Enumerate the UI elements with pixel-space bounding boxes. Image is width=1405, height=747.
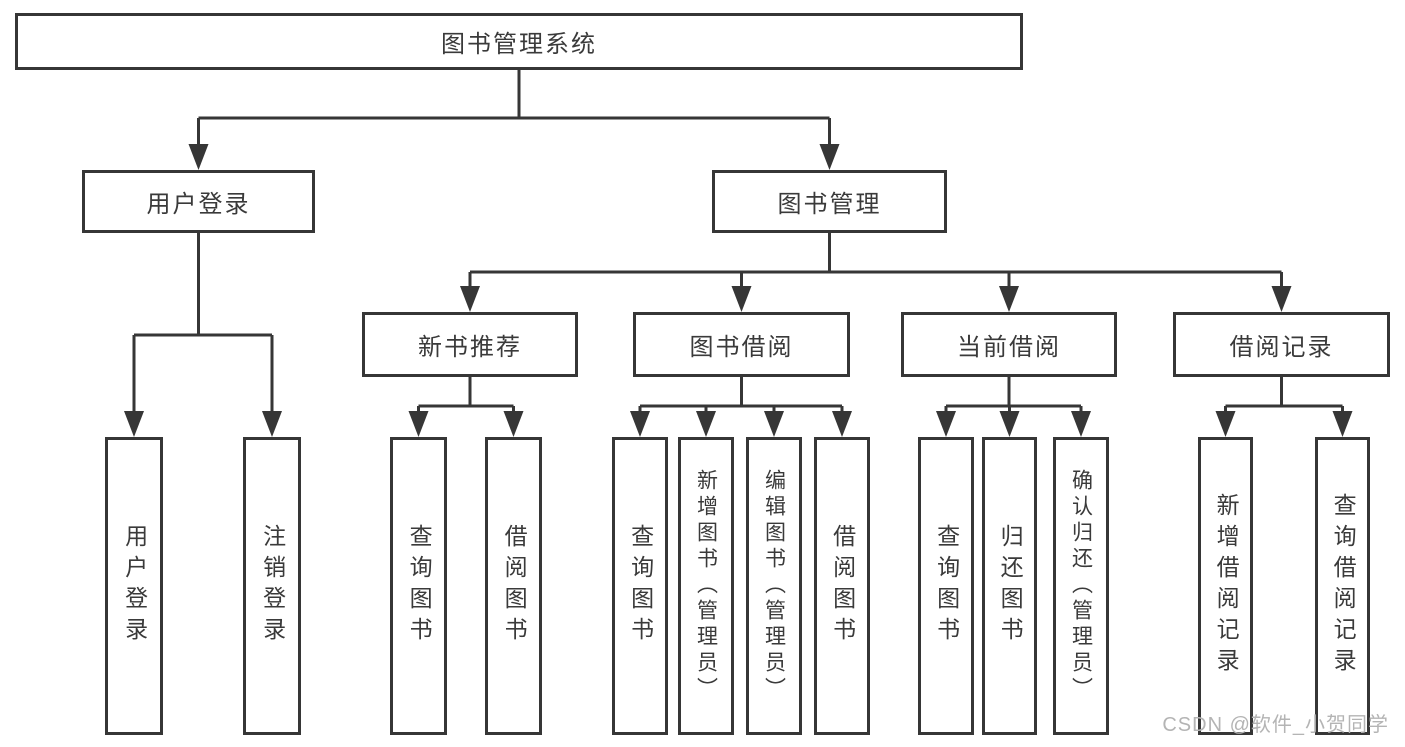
arrowhead bbox=[262, 411, 282, 437]
leaf-user-login: 用户登录 bbox=[105, 437, 163, 735]
arrowhead bbox=[460, 286, 480, 312]
leaf-query-books-1-label: 查询图书 bbox=[406, 524, 433, 648]
arrowhead bbox=[1332, 411, 1353, 437]
leaf-borrow-books-2: 借阅图书 bbox=[814, 437, 870, 735]
leaf-confirm-return-admin-label: 确认归还（管理员） bbox=[1069, 469, 1093, 703]
node-new-book-recommendation: 新书推荐 bbox=[362, 312, 578, 377]
leaf-borrow-books-2-label: 借阅图书 bbox=[829, 524, 856, 648]
arrowhead bbox=[188, 144, 209, 170]
leaf-logout: 注销登录 bbox=[243, 437, 301, 735]
connector-borrow-record-children bbox=[1224, 377, 1344, 429]
arrowhead bbox=[1215, 411, 1236, 437]
node-user-login: 用户登录 bbox=[82, 170, 315, 233]
arrowhead bbox=[819, 144, 840, 170]
leaf-confirm-return-admin: 确认归还（管理员） bbox=[1053, 437, 1109, 735]
leaf-return-books-label: 归还图书 bbox=[997, 524, 1024, 648]
leaf-return-books: 归还图书 bbox=[982, 437, 1037, 735]
leaf-user-login-label: 用户登录 bbox=[121, 524, 148, 648]
leaf-add-borrow-record-label: 新增借阅记录 bbox=[1213, 493, 1240, 679]
leaf-logout-label: 注销登录 bbox=[259, 524, 286, 648]
node-library-management-system: 图书管理系统 bbox=[15, 13, 1023, 70]
leaf-query-borrow-record: 查询借阅记录 bbox=[1315, 437, 1370, 735]
arrowhead bbox=[999, 411, 1020, 437]
arrowhead bbox=[630, 411, 650, 437]
node-current-borrowing: 当前借阅 bbox=[901, 312, 1117, 377]
leaf-edit-books-admin: 编辑图书（管理员） bbox=[746, 437, 802, 735]
leaf-borrow-books-1-label: 借阅图书 bbox=[501, 524, 528, 648]
arrow-heads bbox=[124, 144, 1353, 437]
connector-book-borrow-children bbox=[638, 377, 844, 429]
node-book-management: 图书管理 bbox=[712, 170, 947, 233]
leaf-query-books-2: 查询图书 bbox=[612, 437, 668, 735]
arrowhead bbox=[764, 411, 784, 437]
node-book-borrowing: 图书借阅 bbox=[633, 312, 850, 377]
leaf-query-books-3-label: 查询图书 bbox=[933, 524, 960, 648]
arrowhead bbox=[408, 411, 429, 437]
connector-book-mgmt-children bbox=[468, 233, 1283, 304]
arrowhead bbox=[696, 411, 716, 437]
leaf-query-books-2-label: 查询图书 bbox=[627, 524, 654, 648]
arrowhead bbox=[1071, 411, 1091, 437]
leaf-edit-books-admin-label: 编辑图书（管理员） bbox=[762, 469, 786, 703]
csdn-watermark: CSDN @软件_小贺同学 bbox=[1162, 714, 1389, 736]
leaf-query-borrow-record-label: 查询借阅记录 bbox=[1330, 493, 1357, 679]
leaf-add-borrow-record: 新增借阅记录 bbox=[1198, 437, 1253, 735]
leaf-query-books-1: 查询图书 bbox=[390, 437, 447, 735]
leaf-add-books-admin: 新增图书（管理员） bbox=[678, 437, 734, 735]
arrowhead bbox=[124, 411, 144, 437]
leaf-query-books-3: 查询图书 bbox=[918, 437, 974, 735]
arrowhead bbox=[832, 411, 852, 437]
connector-new-book-children bbox=[417, 377, 515, 429]
leaf-add-books-admin-label: 新增图书（管理员） bbox=[694, 469, 718, 703]
arrowhead bbox=[1271, 286, 1292, 312]
arrowhead bbox=[503, 411, 524, 437]
arrowhead bbox=[936, 411, 956, 437]
node-borrowing-records: 借阅记录 bbox=[1173, 312, 1390, 377]
arrowhead bbox=[999, 286, 1019, 312]
arrowhead bbox=[731, 286, 752, 312]
connector-user-login-children bbox=[132, 233, 274, 429]
connector-root-to-level2 bbox=[197, 70, 831, 162]
leaf-borrow-books-1: 借阅图书 bbox=[485, 437, 542, 735]
